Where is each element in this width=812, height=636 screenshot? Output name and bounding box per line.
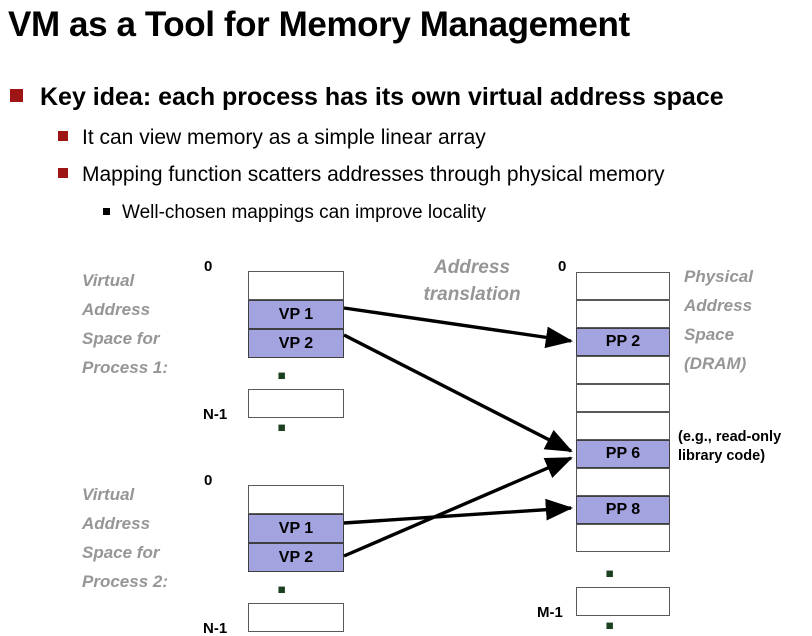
arrow-p1vp1-to-pp2 xyxy=(343,306,574,349)
physical-space-label: Physical Address Space (DRAM) xyxy=(684,262,753,378)
arrow-p1vp2-to-pp6 xyxy=(343,333,573,453)
pspace-frame-1 xyxy=(576,300,670,328)
vspace1-tail-page xyxy=(248,389,344,418)
vspace2-page-0 xyxy=(248,485,344,514)
label-line: Physical xyxy=(684,267,753,286)
bullet-level2-first: It can view memory as a simple linear ar… xyxy=(58,126,486,150)
address-translation-line2: translation xyxy=(423,284,521,305)
bullet-level1: Key idea: each process has its own virtu… xyxy=(10,83,724,112)
vspace2-page-vp2: VP 2 xyxy=(248,543,344,572)
label-line: (DRAM) xyxy=(684,354,747,373)
pspace-frame-pp2: PP 2 xyxy=(576,328,670,356)
bullet-square-icon xyxy=(103,208,110,215)
pspace-frame-0 xyxy=(576,272,670,300)
bullet-level2-first-text: It can view memory as a simple linear ar… xyxy=(82,126,486,149)
pspace-frame-4 xyxy=(576,384,670,412)
label-line: Address xyxy=(82,514,151,533)
bullet-level2-second: Mapping function scatters addresses thro… xyxy=(58,163,664,187)
label-line: Process 1: xyxy=(82,358,168,377)
vspace1-page-vp1: VP 1 xyxy=(248,300,344,329)
address-translation-label: Address translation xyxy=(392,254,552,308)
vspace2-tail-page xyxy=(248,603,344,632)
bullet-square-icon xyxy=(10,89,23,102)
bullet-level3-text: Well-chosen mappings can improve localit… xyxy=(122,202,486,223)
address-translation-line1: Address xyxy=(433,257,511,278)
pspace-frame-5 xyxy=(576,412,670,440)
label-line: Virtual xyxy=(82,485,135,504)
pspace-frame-7 xyxy=(576,468,670,496)
label-line: Process 2: xyxy=(82,572,168,591)
bullet-level3: Well-chosen mappings can improve localit… xyxy=(103,202,486,224)
label-line: Space xyxy=(684,325,735,344)
virtual-space-1-label: Virtual Address Space for Process 1: xyxy=(82,266,168,382)
vspace1-page-vp2: VP 2 xyxy=(248,329,344,358)
pspace-bottom-index: M-1 xyxy=(537,604,563,621)
readonly-library-note: (e.g., read-only library code) xyxy=(678,429,782,464)
label-line: Space for xyxy=(82,543,160,562)
vm-memory-diagram: Virtual Address Space for Process 1: Vir… xyxy=(0,240,812,636)
virtual-space-2-label: Virtual Address Space for Process 2: xyxy=(82,480,168,596)
pspace-tail-frame xyxy=(576,587,670,616)
bullet-level2-second-text: Mapping function scatters addresses thro… xyxy=(82,163,665,186)
label-line: Address xyxy=(82,300,151,319)
bullet-square-icon xyxy=(58,168,68,178)
pspace-frame-9 xyxy=(576,524,670,552)
vspace1-bottom-index: N-1 xyxy=(203,406,228,423)
vspace2-bottom-index: N-1 xyxy=(203,620,228,636)
arrow-p2vp2-to-pp6 xyxy=(343,456,573,558)
arrow-p2vp1-to-pp8 xyxy=(343,498,574,525)
pspace-frame-pp6: PP 6 xyxy=(576,440,670,468)
vspace2-top-index: 0 xyxy=(204,472,213,489)
page-title: VM as a Tool for Memory Management xyxy=(8,5,630,44)
label-line: Space for xyxy=(82,329,160,348)
pspace-frame-pp8: PP 8 xyxy=(576,496,670,524)
vspace2-page-vp1: VP 1 xyxy=(248,514,344,543)
pspace-top-index: 0 xyxy=(558,258,567,275)
vspace1-page-0 xyxy=(248,271,344,300)
bullet-square-icon xyxy=(58,131,68,141)
bullet-level1-text: Key idea: each process has its own virtu… xyxy=(40,83,724,111)
vspace1-top-index: 0 xyxy=(204,258,213,275)
label-line: Address xyxy=(684,296,753,315)
label-line: Virtual xyxy=(82,271,135,290)
pspace-frame-3 xyxy=(576,356,670,384)
